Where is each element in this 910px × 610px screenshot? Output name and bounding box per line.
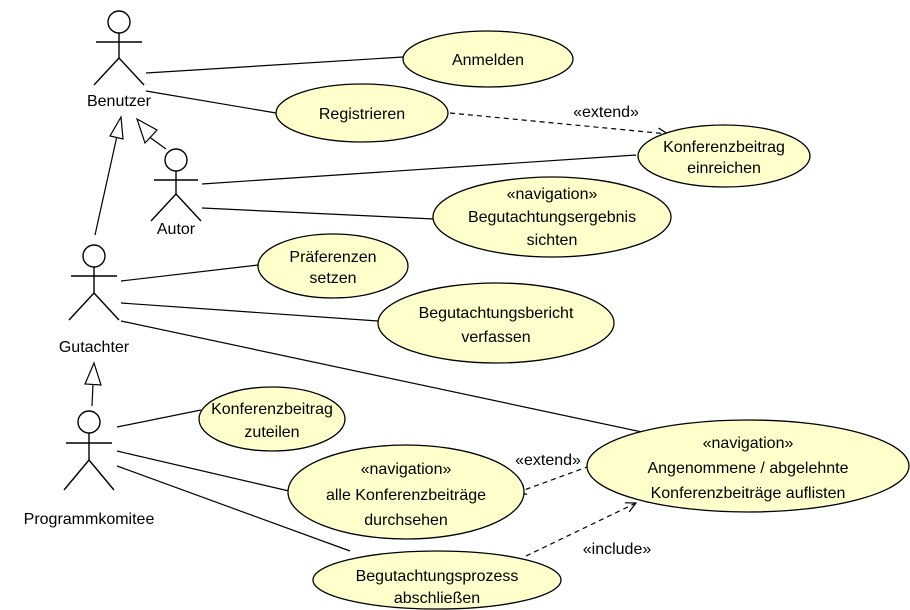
extend-auflisten-durchsehen [516,462,599,493]
gen-autor-benutzer-line [147,135,167,150]
usecase-durchsehen-line-2: alle Konferenzbeiträge [326,487,486,504]
usecase-zuteilen[interactable]: Konferenzbeitrag zuteilen [198,386,346,452]
actor-autor-head [164,148,188,172]
gen-gutachter-benutzer-line [94,135,118,236]
assoc-benutzer-anmelden [145,56,404,74]
actor-benutzer-label: Benutzer [87,93,152,110]
usecase-einreichen[interactable]: Konferenzbeitrag einreichen [637,124,811,188]
associations [116,56,643,552]
extend-label-2: «extend» [515,452,581,469]
actor-gutachter-head [82,244,106,268]
usecase-auflisten[interactable]: «navigation» Angenommene / abgelehnte Ko… [586,419,910,513]
usecase-auflisten-line-2: Angenommene / abgelehnte [647,460,848,477]
usecase-auflisten-line-3: Konferenzbeiträge auflisten [651,485,846,502]
assoc-gutachter-praeferenzen [120,264,259,282]
usecase-durchsehen-line-1: «navigation» [361,461,452,478]
usecase-abschliessen-line-1: Begutachtungsprozess [356,568,519,585]
dependencies: «extend» «extend» «include» [449,104,668,558]
usecase-auflisten-line-1: «navigation» [703,435,794,452]
actor-benutzer-head [107,10,131,34]
include-abschliessen-auflisten [525,503,636,557]
assoc-pk-zuteilen [116,409,202,428]
usecase-praeferenzen[interactable]: Präferenzen setzen [257,233,409,299]
gen-autor-benutzer-head [135,117,158,145]
gen-pk-gutachter-head [84,361,102,386]
usecase-anmelden-line-1: Anmelden [452,52,524,69]
generalizations [84,115,167,407]
assoc-pk-durchsehen [116,450,290,492]
usecase-zuteilen-line-1: Konferenzbeitrag [211,401,333,418]
usecase-praeferenzen-line-1: Präferenzen [289,249,376,266]
actor-benutzer[interactable]: Benutzer [87,10,152,110]
assoc-benutzer-registrieren [145,90,277,114]
usecase-durchsehen[interactable]: «navigation» alle Konferenzbeiträge durc… [287,444,525,540]
usecase-einreichen-line-1: Konferenzbeitrag [663,139,785,156]
assoc-gutachter-auflisten [120,320,643,433]
usecase-anmelden[interactable]: Anmelden [402,30,574,88]
actor-gutachter[interactable]: Gutachter [59,244,130,356]
actor-autor-label: Autor [157,221,196,238]
usecase-ergebnis-line-1: «navigation» [507,186,598,203]
actor-programmkomitee-label: Programmkomitee [24,511,155,528]
usecase-registrieren[interactable]: Registrieren [275,83,449,143]
actor-programmkomitee-head [77,410,101,434]
usecase-bericht[interactable]: Begutachtungsbericht verfassen [377,282,615,364]
usecase-bericht-line-1: Begutachtungsbericht [419,305,574,322]
extend-registrieren-einreichen [449,112,668,134]
actor-autor[interactable]: Autor [150,148,202,238]
assoc-gutachter-bericht [120,302,379,322]
usecase-bericht-line-2: verfassen [461,329,530,346]
usecase-zuteilen-line-2: zuteilen [244,424,299,441]
usecase-ergebnis-line-2: Begutachtungsergebnis [468,209,636,226]
gen-gutachter-benutzer-head [109,115,124,140]
include-label: «include» [583,541,652,558]
usecase-ergebnis-line-3: sichten [527,232,578,249]
usecase-registrieren-line-1: Registrieren [319,106,405,123]
gen-pk-gutachter-line [91,383,94,407]
extend-label-1: «extend» [573,104,639,121]
usecase-abschliessen-line-2: abschließen [394,590,480,607]
assoc-autor-einreichen [201,154,637,185]
usecase-durchsehen-line-3: durchsehen [364,512,448,529]
usecase-abschliessen[interactable]: Begutachtungsprozess abschließen [312,550,562,610]
assoc-autor-ergebnis [201,207,435,220]
usecase-ergebnis[interactable]: «navigation» Begutachtungsergebnis sicht… [432,176,672,258]
actor-gutachter-label: Gutachter [59,339,130,356]
actor-programmkomitee[interactable]: Programmkomitee [24,410,155,528]
assoc-pk-abschliessen [116,465,351,552]
usecase-praeferenzen-line-2: setzen [309,270,356,287]
usecase-einreichen-line-2: einreichen [687,160,761,177]
